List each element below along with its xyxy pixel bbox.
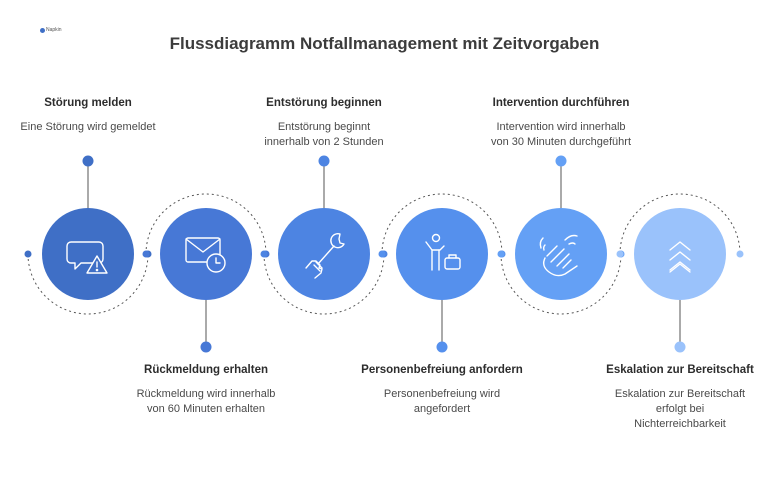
step-description-line: Personenbefreiung wird (383, 388, 501, 400)
mail-clock-icon (185, 237, 226, 273)
arc-end-dot (260, 250, 268, 258)
logo-mark (40, 28, 45, 33)
stem-dot (674, 341, 686, 353)
dashed-arc (500, 253, 622, 315)
step-description: Eine Störung wird gemeldet (0, 120, 188, 135)
stem-dot (200, 341, 212, 353)
step-description-line: von 30 Minuten durchgeführt (490, 136, 632, 148)
step-description-line: von 60 Minuten erhalten (146, 403, 266, 415)
step-description-line: erfolgt bei (655, 403, 705, 415)
step-icons (66, 232, 691, 279)
stem-dot (436, 341, 448, 353)
chevrons-up-icon (669, 241, 691, 273)
connector-arcs (24, 193, 744, 315)
step-heading: Eskalation zur Bereitschaft (606, 364, 754, 376)
step-heading: Personenbefreiung anfordern (361, 364, 523, 376)
stem-dot (82, 155, 94, 167)
step-description-line: Nichterreichbarkeit (634, 418, 726, 430)
step-circle (634, 208, 726, 300)
dashed-arc (381, 193, 503, 255)
arc-end-dot (378, 250, 386, 258)
step-description-line: innerhalb von 2 Stunden (264, 136, 384, 148)
step-description: Intervention wird innerhalb von 30 Minute… (461, 120, 661, 150)
stem-dot (555, 155, 567, 167)
step-circle (515, 208, 607, 300)
arc-end-dot (616, 250, 624, 258)
step-description-line: angefordert (413, 403, 471, 415)
chat-warning-icon (66, 241, 108, 274)
logo-text: Napkin (46, 27, 62, 33)
dashed-arc (27, 253, 149, 315)
step-heading: Störung melden (44, 97, 132, 109)
step-heading: Rückmeldung erhalten (144, 364, 268, 376)
dashed-arc (619, 193, 741, 255)
connector-stems (82, 155, 686, 353)
page-title: Flussdiagramm Notfallmanagement mit Zeit… (169, 34, 600, 53)
step-description: Rückmeldung wird innerhalb von 60 Minuten… (106, 387, 306, 417)
hand-wave-icon (539, 234, 578, 277)
step-description-line: Eskalation zur Bereitschaft (614, 388, 746, 400)
person-briefcase-icon (425, 233, 461, 271)
brand-logo: Napkin (40, 27, 62, 35)
arc-end-dot (142, 250, 150, 258)
step-description: Personenbefreiung wird angefordert (342, 387, 542, 417)
step-circle (160, 208, 252, 300)
arc-end-dot (736, 250, 744, 258)
arc-end-dot (497, 250, 505, 258)
step-circle (278, 208, 370, 300)
step-description-line: Eine Störung wird gemeldet (20, 121, 156, 133)
step-description: Entstörung beginnt innerhalb von 2 Stunde… (224, 120, 424, 150)
step-description-line: Entstörung beginnt (277, 121, 371, 133)
step-circles (42, 208, 726, 300)
wrench-hand-icon (305, 232, 345, 279)
dashed-arc (145, 193, 267, 255)
step-heading: Entstörung beginnen (266, 97, 382, 109)
stem-dot (318, 155, 330, 167)
step-circle (42, 208, 134, 300)
dashed-arc (263, 253, 385, 315)
arc-end-dot (24, 250, 32, 258)
step-circle (396, 208, 488, 300)
step-description-line: Rückmeldung wird innerhalb (136, 388, 276, 400)
step-description-line: Intervention wird innerhalb (496, 121, 626, 133)
step-heading: Intervention durchführen (492, 97, 630, 109)
